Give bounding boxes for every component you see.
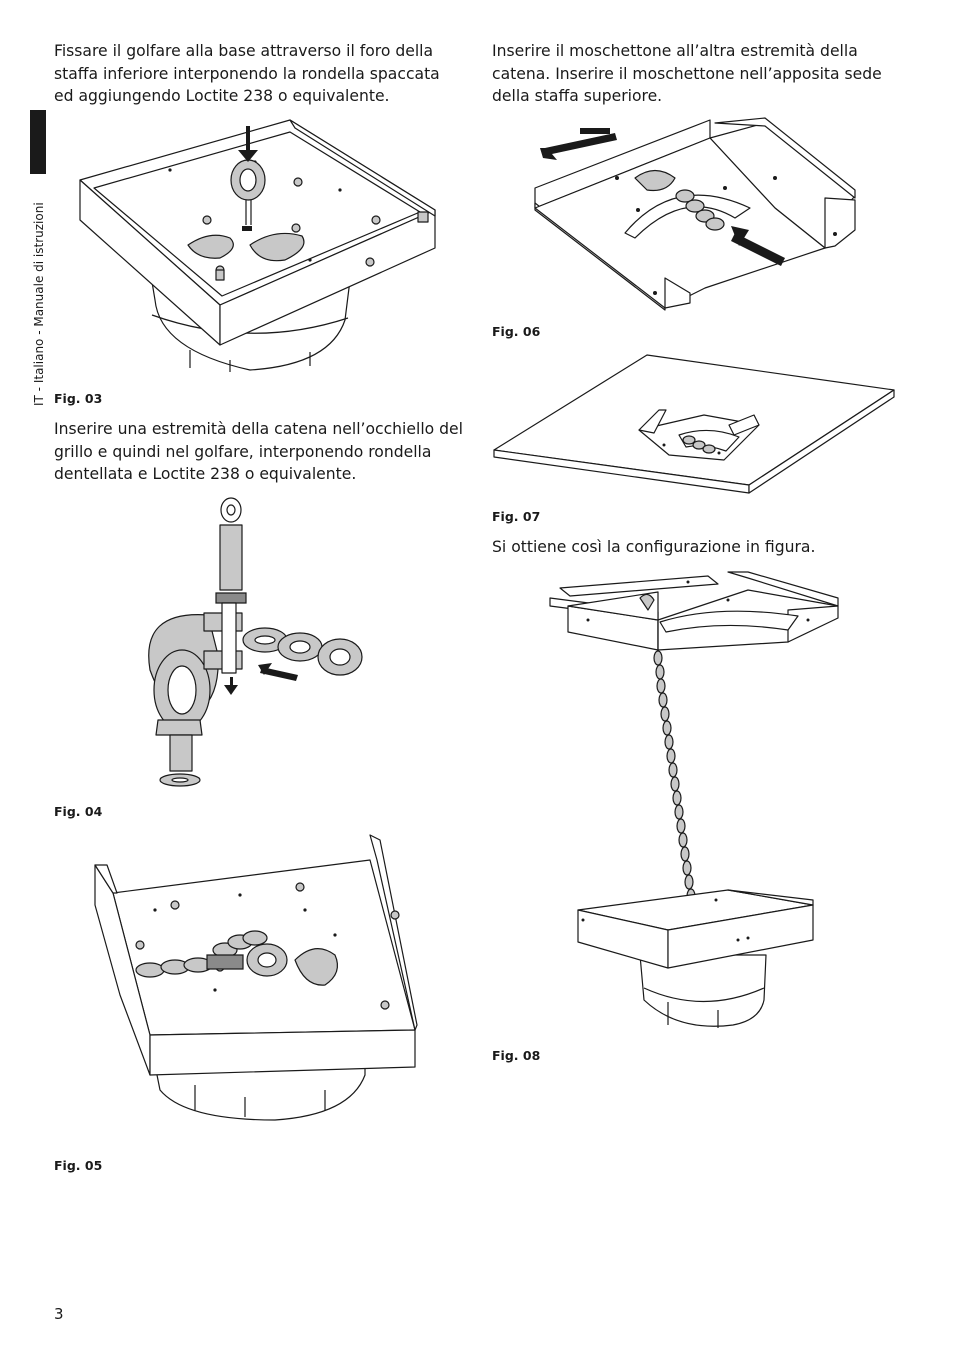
section-tab-marker [30, 110, 46, 174]
instruction-text-2: Inserire una estremità della catena nell… [54, 420, 463, 483]
caption-fig-06: Fig. 06 [492, 324, 541, 339]
figure-04-chain-shackle [140, 495, 380, 795]
caption-fig-04: Fig. 04 [54, 804, 103, 819]
caption-fig-05: Fig. 05 [54, 1158, 103, 1173]
instruction-text-1: Fissare il golfare alla base attraverso … [54, 42, 440, 105]
instruction-text-3: Inserire il moschettone all’altra estrem… [492, 42, 882, 105]
page-number: 3 [54, 1305, 64, 1323]
figure-08-final-configuration [548, 570, 843, 1032]
figure-07-ceiling-plate [494, 355, 894, 495]
figure-03-eyebolt-mounting [80, 120, 440, 380]
caption-fig-07: Fig. 07 [492, 509, 541, 524]
instruction-text-4: Si ottiene così la configurazione in fig… [492, 538, 816, 556]
figure-06-carabiner-bracket [535, 118, 865, 313]
figure-05-chain-attached [95, 835, 425, 1125]
side-label: IT - Italiano - Manuale di istruzioni [32, 202, 46, 406]
caption-fig-03: Fig. 03 [54, 391, 103, 406]
caption-fig-08: Fig. 08 [492, 1048, 541, 1063]
